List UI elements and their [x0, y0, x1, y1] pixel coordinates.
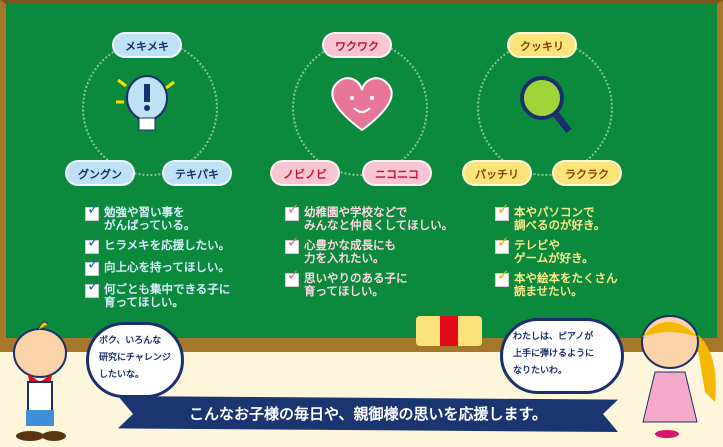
heart-icon [322, 68, 402, 142]
item-text: 幼稚園や学校などで みんなと仲良くしてほしい。 [304, 205, 454, 232]
badge-left: ノビノビ [270, 160, 340, 186]
item-text: 思いやりのある子に 育ってほしい。 [304, 271, 408, 298]
checkbox-checked-icon [285, 203, 300, 221]
checkbox-checked-icon [495, 236, 510, 254]
checkbox-checked-icon [285, 269, 300, 287]
checklist-item: 思いやりのある子に 育ってほしい。 [285, 269, 453, 298]
checkbox-checked-icon [495, 269, 510, 287]
badge-left: グングン [65, 160, 135, 186]
checklist-item: 幼稚園や学校などで みんなと仲良くしてほしい。 [285, 203, 454, 232]
badge-right: ニコニコ [362, 160, 432, 186]
checklist: 本やパソコンで 調べるのが好き。テレビや ゲームが好き。本や絵本をたくさん 読ま… [495, 203, 618, 305]
badge-right: テキパキ [162, 160, 232, 186]
lightbulb-icon [112, 68, 182, 142]
item-text: 本やパソコンで 調べるのが好き。 [514, 205, 606, 232]
checklist: 幼稚園や学校などで みんなと仲良くしてほしい。心豊かな成長にも 力を入れたい。思… [285, 203, 454, 305]
girl-speech-bubble: わたしは、ピアノが 上手に弾けるように なりたいわ。 [500, 318, 624, 394]
checklist-item: ヒラメキを応援したい。 [85, 236, 231, 254]
item-text: ヒラメキを応援したい。 [104, 238, 231, 252]
magnifier-icon [507, 68, 577, 147]
checklist-item: 心豊かな成長にも 力を入れたい。 [285, 236, 453, 265]
checklist-item: テレビや ゲームが好き。 [495, 236, 618, 265]
item-text: 心豊かな成長にも 力を入れたい。 [304, 238, 396, 265]
tagline-banner: こんなお子様の毎日や、親御様の思いを応援します。 [118, 396, 618, 432]
item-text: 本や絵本をたくさん 読ませたい。 [514, 271, 618, 298]
checklist: 勉強や習い事を がんばっている。ヒラメキを応援したい。向上心を持ってほしい。何ご… [85, 203, 231, 316]
badge-top: ワクワク [322, 32, 392, 58]
item-text: 勉強や習い事を がんばっている。 [104, 205, 196, 232]
checkbox-checked-icon [85, 236, 100, 254]
checkbox-checked-icon [285, 236, 300, 254]
checkbox-checked-icon [85, 203, 100, 221]
badge-top: クッキリ [507, 32, 577, 58]
checklist-item: 向上心を持ってほしい。 [85, 258, 230, 276]
checklist-item: 何ごとも集中できる子に 育ってほしい。 [85, 280, 231, 309]
checkbox-checked-icon [85, 258, 100, 276]
eraser [416, 316, 482, 346]
checklist-item: 勉強や習い事を がんばっている。 [85, 203, 230, 232]
item-text: 向上心を持ってほしい。 [104, 260, 230, 274]
badge-right: ラクラク [552, 160, 622, 186]
boy-speech-bubble: ボク、いろんな 研究にチャレンジ したいな。 [86, 322, 184, 398]
checklist-item: 本や絵本をたくさん 読ませたい。 [495, 269, 618, 298]
item-text: 何ごとも集中できる子に 育ってほしい。 [104, 282, 231, 309]
badge-left: パッチリ [462, 160, 532, 186]
checkbox-checked-icon [85, 280, 100, 298]
checkbox-checked-icon [495, 203, 510, 221]
badge-top: メキメキ [112, 32, 182, 58]
item-text: テレビや ゲームが好き。 [514, 238, 594, 265]
checklist-item: 本やパソコンで 調べるのが好き。 [495, 203, 618, 232]
boy-character [8, 318, 78, 443]
girl-character [625, 312, 720, 442]
